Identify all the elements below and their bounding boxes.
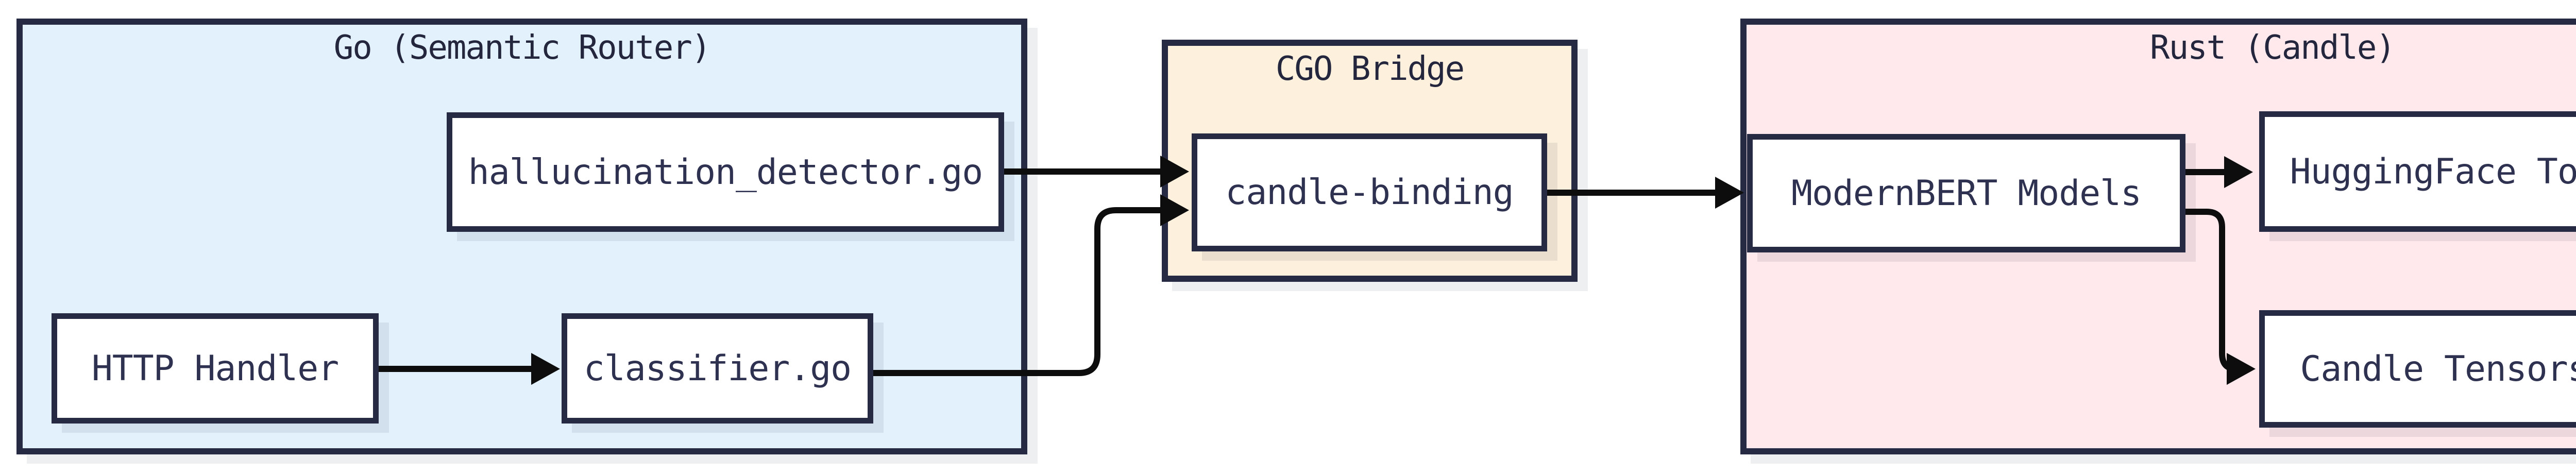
node-label-http-handler: HTTP Handler bbox=[91, 348, 339, 389]
container-title-cgo-bridge: CGO Bridge bbox=[1275, 50, 1465, 88]
node-huggingface-tokenizers: HuggingFace Tokenizers bbox=[2259, 111, 2576, 232]
node-label-candle-tensors: Candle Tensors bbox=[2300, 348, 2576, 390]
node-http-handler: HTTP Handler bbox=[52, 313, 379, 424]
container-title-rust-candle: Rust (Candle) bbox=[2150, 29, 2396, 67]
node-label-candle-binding: candle-binding bbox=[1225, 172, 1514, 213]
node-hallucination-detector-go: hallucination_detector.go bbox=[447, 112, 1004, 232]
node-label-hallucination-detector-go: hallucination_detector.go bbox=[468, 151, 983, 193]
node-label-huggingface-tokenizers: HuggingFace Tokenizers bbox=[2290, 151, 2576, 192]
node-candle-binding: candle-binding bbox=[1192, 133, 1547, 251]
node-label-classifier-go: classifier.go bbox=[583, 348, 852, 389]
container-title-go: Go (Semantic Router) bbox=[333, 29, 711, 67]
node-classifier-go: classifier.go bbox=[562, 313, 873, 424]
node-label-modernbert-models: ModernBERT Models bbox=[1791, 173, 2142, 214]
node-candle-tensors: Candle Tensors bbox=[2259, 310, 2576, 428]
node-modernbert-models: ModernBERT Models bbox=[1747, 134, 2185, 252]
